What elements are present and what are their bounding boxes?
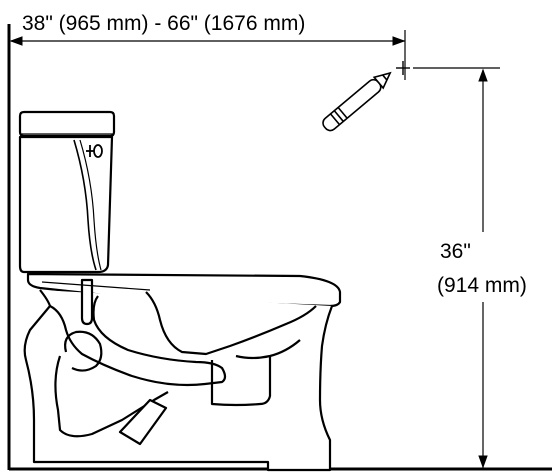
pencil-icon: [322, 71, 392, 132]
toilet-tank: [18, 110, 116, 274]
horizontal-arrowhead-left: [9, 36, 23, 46]
rim-inner-line: [41, 281, 151, 291]
tank-front-curve: [73, 139, 97, 271]
bowl-foot: [210, 356, 272, 407]
horizontal-arrowhead-right: [392, 36, 406, 46]
bowl-inner-curve: [145, 291, 317, 356]
tank-lid: [18, 110, 116, 138]
horizontal-dimension: [9, 30, 406, 80]
vertical-arrowhead-top: [478, 68, 488, 82]
tank-front-curve-inner: [79, 139, 102, 271]
crosshair-mark-icon: [396, 61, 410, 75]
trap-outlet: [54, 355, 169, 438]
trapway-outer: [49, 295, 227, 387]
horizontal-dimension-label: 38" (965 mm) - 66" (1676 mm): [22, 12, 305, 35]
bowl-rim: [26, 272, 342, 308]
toilet-bowl: [23, 272, 342, 472]
flush-handle-icon: [86, 144, 103, 158]
vertical-label-background: [436, 232, 554, 302]
lower-rib: [118, 398, 168, 446]
vertical-dimension-label-mm: (914 mm): [437, 274, 527, 297]
vertical-arrowhead-bottom: [478, 455, 488, 469]
tank-connector: [80, 278, 94, 326]
trap-bulb: [64, 330, 103, 372]
bowl-body: [23, 289, 334, 472]
bowl-right-contour: [235, 339, 301, 360]
vertical-dimension-label-inches: 36": [440, 240, 471, 263]
